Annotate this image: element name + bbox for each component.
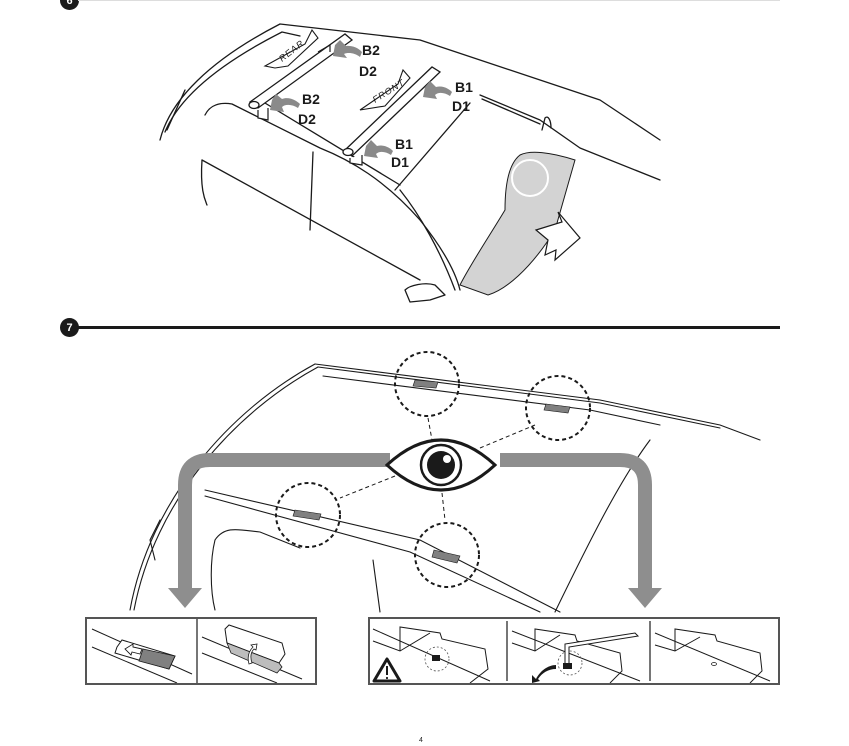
eye-icon: [384, 438, 498, 492]
step-6-number: 6: [66, 0, 73, 7]
bracket-drawing: [372, 621, 771, 684]
roof-cover-spot-4: [414, 522, 480, 588]
label-d1-bottom: D1: [391, 154, 409, 170]
cover-removal-panel: [85, 617, 317, 685]
step-7-rule: [78, 326, 780, 329]
remove-arrow-icon: [534, 211, 581, 262]
flow-arrow-right: [500, 453, 662, 608]
front-roof-bar: [342, 66, 442, 166]
rear-roof-bar: [248, 33, 354, 121]
flow-arrow-left: [168, 453, 390, 608]
step-7-badge: 7: [60, 318, 79, 337]
label-b1-bottom: B1: [395, 136, 413, 152]
windshield-shade: [459, 151, 576, 296]
step-7-number: 7: [66, 321, 73, 334]
hex-key-icon: [563, 632, 640, 669]
label-b1-top: B1: [455, 79, 473, 95]
label-b2-top: B2: [362, 42, 380, 58]
cover-removal-drawing: [91, 619, 303, 684]
roof-cover-spot-2: [525, 375, 591, 441]
arrow-icon-rear-bottom: [270, 94, 300, 112]
arrow-icon-front-bottom: [364, 140, 393, 158]
slide-arrow-icon: [124, 643, 143, 656]
label-d2-bottom: D2: [298, 111, 316, 127]
page-number: 4: [419, 737, 423, 744]
warning-icon: [372, 657, 402, 683]
step-6-rule: [78, 0, 780, 1]
bracket-panel: [368, 617, 780, 685]
step-6-illustration: REAR FRONT B2 D2 B2 D2 B1 D1 B1 D1: [159, 23, 661, 303]
label-d2-top: D2: [359, 63, 377, 79]
roof-cover-spot-1: [394, 351, 460, 417]
label-b2-bottom: B2: [302, 91, 320, 107]
rotate-left-arrow-icon: [532, 665, 556, 683]
step-7-illustration: [129, 351, 761, 613]
side-window: [204, 102, 461, 291]
rotate-arrow-icon: [247, 643, 258, 665]
car-roof-outline: [159, 23, 661, 141]
car-roof-outline: [129, 363, 316, 611]
roof-cover-spot-3: [275, 482, 341, 548]
step-6-badge: 6: [60, 0, 79, 10]
arrow-icon-rear-top: [333, 40, 362, 58]
arrow-icon-front-top: [423, 81, 452, 99]
label-d1-top: D1: [452, 98, 470, 114]
